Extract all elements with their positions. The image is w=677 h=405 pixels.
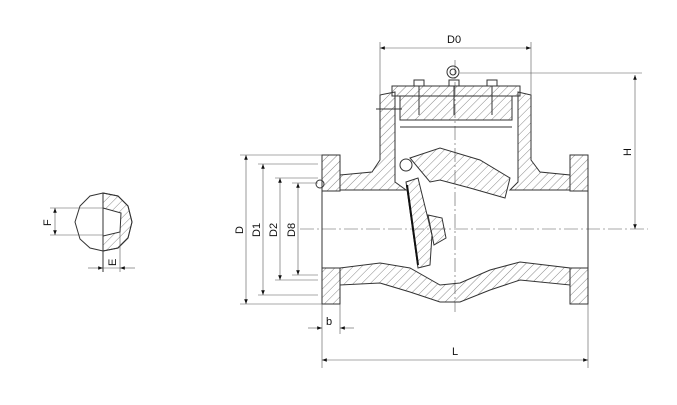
disc-arm bbox=[409, 147, 511, 199]
left-flange-bottom bbox=[321, 267, 341, 305]
weld-end-detail: F E bbox=[42, 192, 135, 272]
label-H: H bbox=[622, 148, 634, 156]
right-flange-top bbox=[569, 154, 589, 192]
label-D2: D2 bbox=[268, 223, 280, 237]
bonnet-cover bbox=[391, 85, 521, 97]
label-D1: D1 bbox=[251, 223, 263, 237]
bonnet-plug bbox=[399, 95, 513, 121]
dimensions: D0 H D D1 D2 D8 b L bbox=[234, 34, 642, 368]
eyebolt bbox=[446, 65, 460, 79]
label-L: L bbox=[452, 346, 458, 358]
lower-body-wall bbox=[339, 261, 571, 303]
valve-body bbox=[300, 60, 648, 312]
bonnet-bolts bbox=[376, 79, 498, 115]
label-D: D bbox=[234, 226, 246, 234]
upper-body-wall bbox=[339, 91, 408, 191]
right-flange-bottom bbox=[569, 267, 589, 305]
label-b: b bbox=[326, 316, 332, 328]
label-F: F bbox=[42, 219, 54, 226]
hinge-pin bbox=[399, 158, 413, 172]
disc bbox=[405, 177, 433, 269]
label-E: E bbox=[107, 259, 119, 266]
left-flange-top bbox=[321, 154, 341, 192]
weld-end-section bbox=[102, 192, 133, 252]
label-D8: D8 bbox=[286, 223, 298, 237]
label-D0: D0 bbox=[447, 34, 461, 46]
